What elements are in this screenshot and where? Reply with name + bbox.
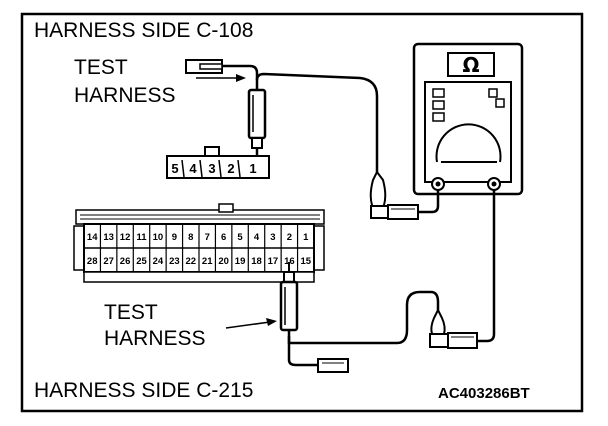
c215-pin-4: 4 — [254, 232, 260, 243]
c215-pin-14: 14 — [87, 232, 98, 243]
label-test-top-line1: TEST — [74, 56, 128, 79]
label-test-bottom-line1: TEST — [104, 301, 158, 324]
c215-pin-2: 2 — [287, 232, 292, 243]
wire-top-to-probe — [255, 72, 379, 172]
wires — [222, 64, 496, 367]
wire-bottom-harness — [287, 290, 440, 345]
c215-pin-8: 8 — [188, 232, 193, 243]
wire-probe-left-to-meter — [418, 190, 440, 214]
test-harness-top-plug — [185, 59, 267, 164]
c215-pin-23: 23 — [169, 256, 180, 267]
figure-code-suffix: BT — [509, 385, 530, 402]
c215-pin-11: 11 — [136, 232, 147, 243]
c108-pin: 4 — [189, 161, 197, 176]
c108-pin: 1 — [249, 161, 256, 176]
diagram-frame — [20, 12, 584, 413]
title-harness-side-c215: HARNESS SIDE C-215 — [34, 379, 254, 402]
label-test-top-line2: HARNESS — [74, 84, 176, 107]
c215-pin-6: 6 — [221, 232, 226, 243]
c215-pin-18: 18 — [251, 256, 262, 267]
probe-clip-lower — [429, 307, 478, 349]
c215-pin-25: 25 — [136, 256, 147, 267]
c215-pin-15: 15 — [300, 256, 311, 267]
multimeter: Ω — [412, 42, 524, 196]
c215-pin-27: 27 — [103, 256, 114, 267]
ohm-symbol: Ω — [462, 53, 479, 77]
c215-pin-20: 20 — [218, 256, 229, 267]
c215-pin-21: 21 — [202, 256, 213, 267]
wire-probe-right-to-meter — [477, 190, 496, 343]
arrow-test-harness-top — [196, 74, 246, 82]
c215-pin-7: 7 — [205, 232, 210, 243]
arrow-test-harness-bottom — [225, 318, 277, 329]
c215-pin-16: 16 — [284, 256, 295, 267]
c215-pin-10: 10 — [153, 232, 164, 243]
c215-pin-12: 12 — [120, 232, 131, 243]
c215-pin-5: 5 — [237, 232, 243, 243]
figure-code: AC403286BT — [438, 386, 530, 401]
figure-code-number: AC403286 — [438, 385, 510, 402]
c215-pin-19: 19 — [235, 256, 246, 267]
c108-pin: 2 — [227, 161, 234, 176]
probe-bottom — [279, 262, 299, 332]
c215-pin-1: 1 — [303, 232, 309, 243]
probe-bottom-body — [279, 280, 299, 332]
c108-pin: 3 — [208, 161, 215, 176]
wire-top-test-harness — [222, 64, 259, 90]
c215-pin-28: 28 — [87, 256, 98, 267]
connector-c108: 5 4 3 2 1 — [166, 146, 270, 179]
c215-pin-17: 17 — [268, 256, 279, 267]
c215-pin-9: 9 — [172, 232, 177, 243]
c215-pin-13: 13 — [103, 232, 114, 243]
c108-pin: 5 — [171, 161, 178, 176]
c215-pin-26: 26 — [120, 256, 131, 267]
wire-bottom-harness-tail — [287, 336, 318, 367]
label-test-bottom-line2: HARNESS — [104, 327, 206, 350]
probe-top-body — [247, 88, 267, 140]
c215-pin-3: 3 — [270, 232, 275, 243]
test-harness-bottom-plug — [317, 358, 349, 373]
title-harness-side-c108: HARNESS SIDE C-108 — [34, 19, 254, 42]
probe-clip-upper — [369, 170, 419, 220]
c215-pin-22: 22 — [185, 256, 196, 267]
c215-pin-24: 24 — [153, 256, 164, 267]
